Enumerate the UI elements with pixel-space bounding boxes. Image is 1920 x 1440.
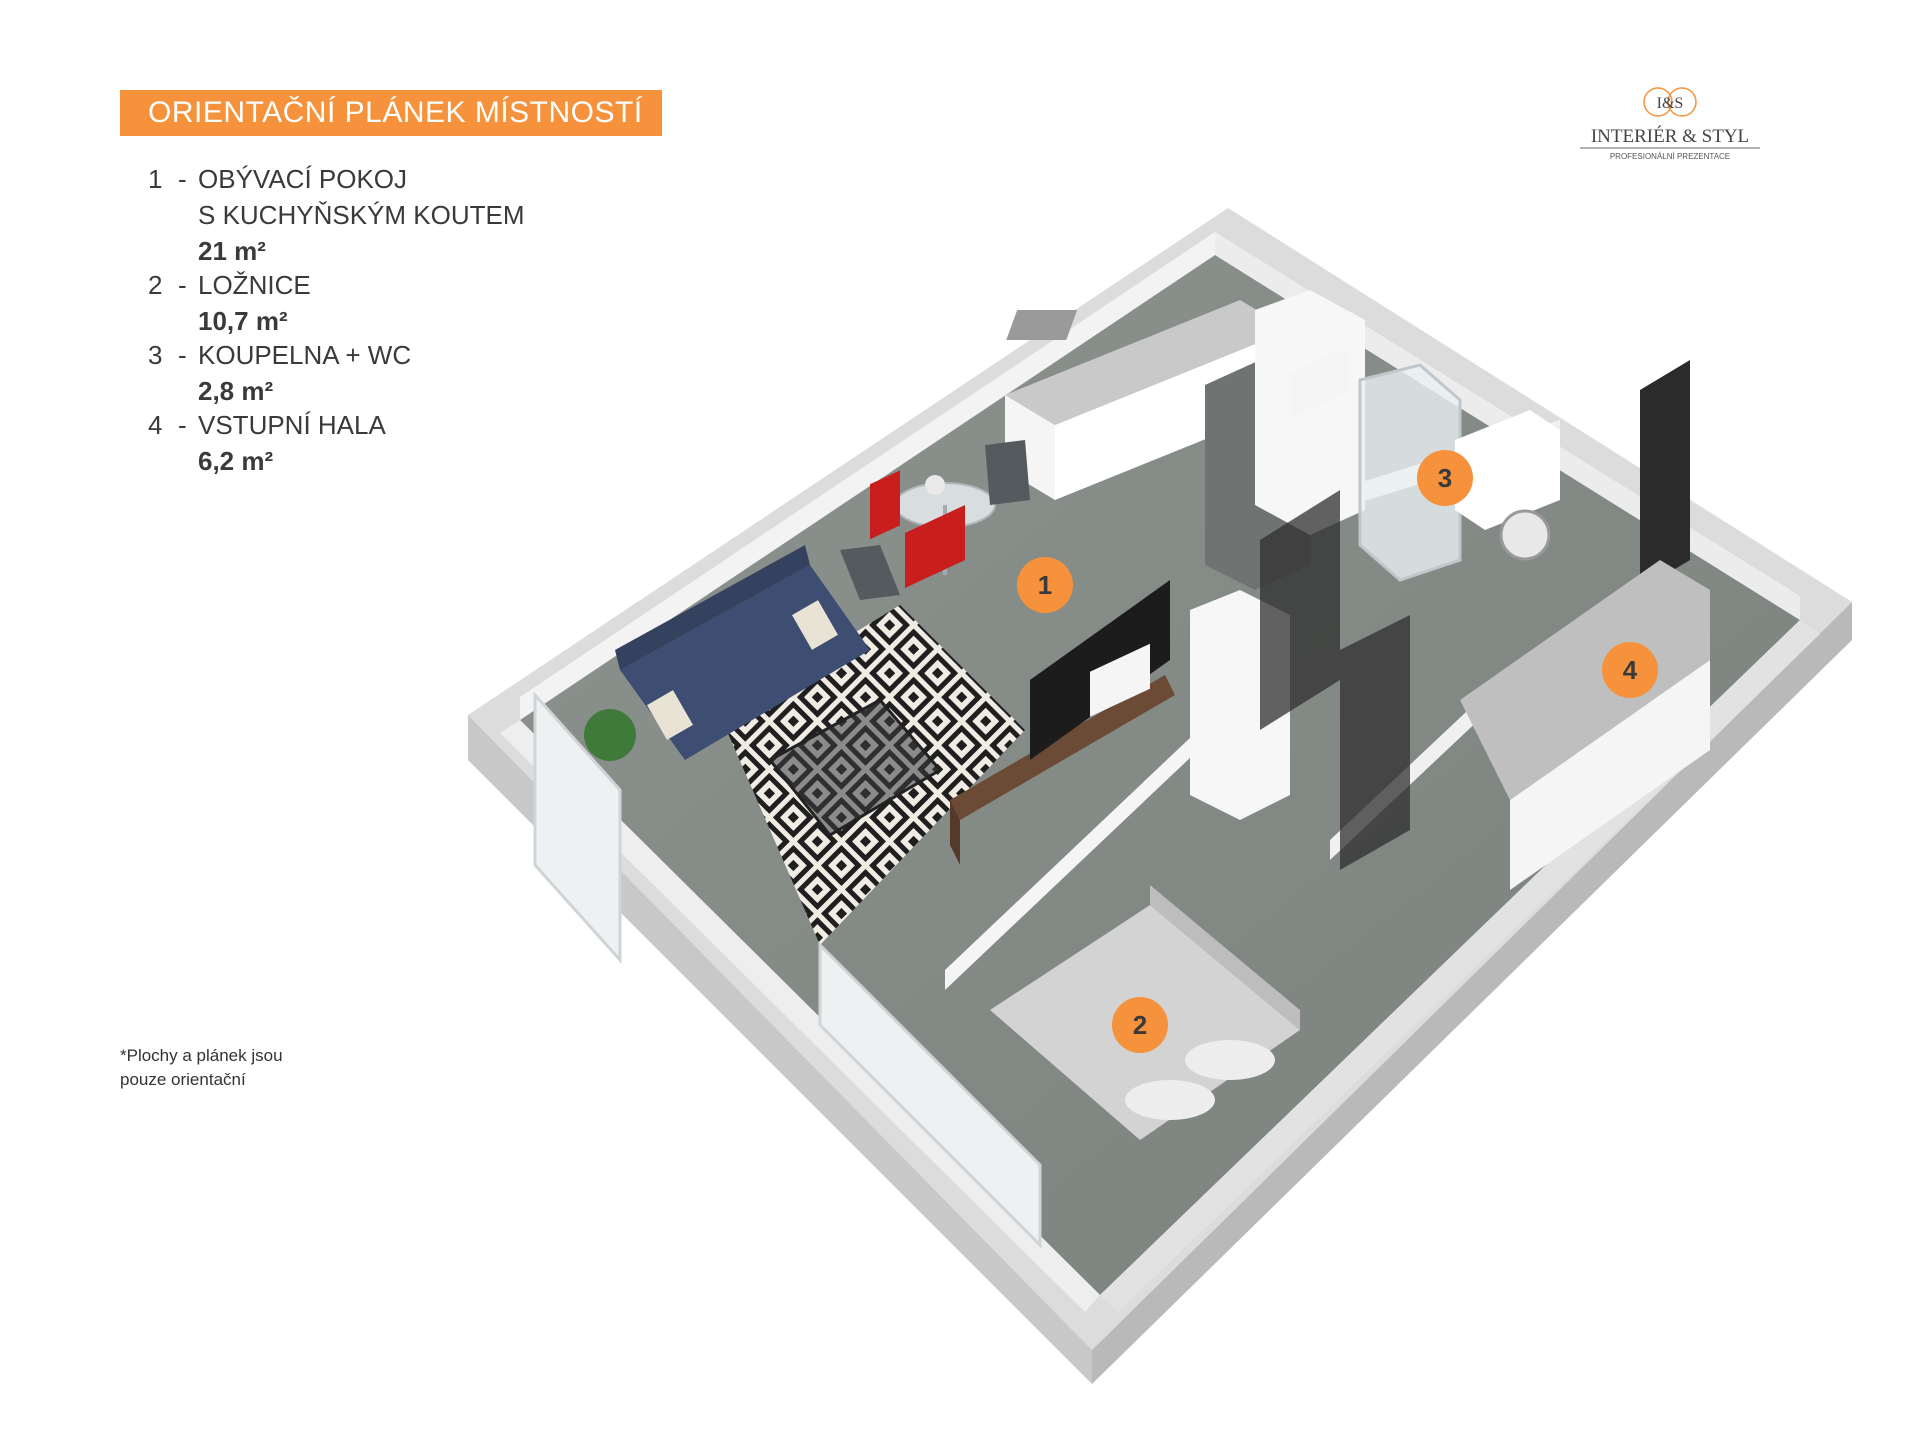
kitchen-tall-cabinet <box>1255 290 1365 535</box>
bedroom-door <box>1340 615 1410 870</box>
dining-chair <box>985 440 1030 505</box>
bathroom-door <box>1260 490 1340 730</box>
legend-separator: - <box>178 410 187 440</box>
room-badge-1: 1 <box>1017 557 1073 613</box>
logo-name: INTERIÉR & STYL <box>1591 125 1749 147</box>
page-title: ORIENTAČNÍ PLÁNEK MÍSTNOSTÍ <box>148 96 643 129</box>
legend-room-name: VSTUPNÍ HALA <box>198 410 386 440</box>
legend-room-area: 2,8 m² <box>198 376 274 406</box>
room-badge-2: 2 <box>1112 997 1168 1053</box>
shower-enclosure <box>1358 363 1462 582</box>
legend-number: 4 <box>148 410 163 440</box>
bedroom-window <box>818 941 1042 1249</box>
legend-number: 2 <box>148 270 163 300</box>
room-badge-4: 4 <box>1602 642 1658 698</box>
bathroom-vanity <box>1455 410 1560 530</box>
legend-number: 1 <box>148 164 163 194</box>
kitchen-counter <box>1005 300 1290 425</box>
legend-separator: - <box>178 340 187 370</box>
nightstand <box>1090 643 1150 717</box>
tv-stand <box>950 675 1175 820</box>
dining-chair <box>840 545 900 600</box>
note-line-1: *Plochy a plánek jsou <box>120 1046 283 1065</box>
company-logo: I&S INTERIÉR & STYL PROFESIONÁLNÍ PREZEN… <box>1580 87 1760 161</box>
note-line-2: pouze orientační <box>120 1070 246 1089</box>
radiator <box>870 470 900 540</box>
legend-room-name: OBÝVACÍ POKOJ <box>198 164 408 194</box>
title-banner: ORIENTAČNÍ PLÁNEK MÍSTNOSTÍ <box>120 90 662 136</box>
room-badge-label: 3 <box>1438 463 1452 493</box>
legend-separator: - <box>178 164 187 194</box>
sink-icon <box>1006 310 1078 340</box>
radiator <box>905 505 965 588</box>
legend-room-name: LOŽNICE <box>198 270 311 300</box>
flower-vase-icon <box>925 475 945 495</box>
plant-icon <box>584 709 636 761</box>
partition-living-bedroom <box>945 700 1230 990</box>
logo-monogram: I&S <box>1657 95 1684 112</box>
nightstand <box>1290 345 1350 419</box>
legend-separator: - <box>178 270 187 300</box>
legend-room-name-line2: S KUCHYŇSKÝM KOUTEM <box>198 200 525 230</box>
room-badge-label: 2 <box>1133 1010 1147 1040</box>
room-legend: 1 - OBÝVACÍ POKOJ S KUCHYŇSKÝM KOUTEM 21… <box>148 164 648 504</box>
legend-room-area: 6,2 m² <box>198 446 274 476</box>
room-badge-label: 1 <box>1038 570 1052 600</box>
room-badge-label: 4 <box>1623 655 1638 685</box>
legend-room-name: KOUPELNA + WC <box>198 340 412 370</box>
disclaimer-note: *Plochy a plánek jsou pouze orientační <box>120 1044 283 1092</box>
hall-wardrobe <box>1460 560 1710 800</box>
entrance-door <box>1640 360 1690 590</box>
logo-tagline: PROFESIONÁLNÍ PREZENTACE <box>1610 152 1730 161</box>
pillow <box>1185 1040 1275 1080</box>
wall-west <box>500 720 1100 1312</box>
legend-room-area: 10,7 m² <box>198 306 288 336</box>
wall-north <box>520 232 1215 720</box>
sofa-cushion <box>792 600 838 650</box>
legend-number: 3 <box>148 340 163 370</box>
legend-room-area: 21 m² <box>198 236 266 266</box>
washing-machine-icon <box>1499 509 1551 561</box>
sofa-cushion <box>647 690 693 740</box>
pillow <box>1125 1080 1215 1120</box>
room-badge-3: 3 <box>1417 450 1473 506</box>
coffee-table <box>767 698 943 837</box>
balcony-window <box>533 691 622 964</box>
